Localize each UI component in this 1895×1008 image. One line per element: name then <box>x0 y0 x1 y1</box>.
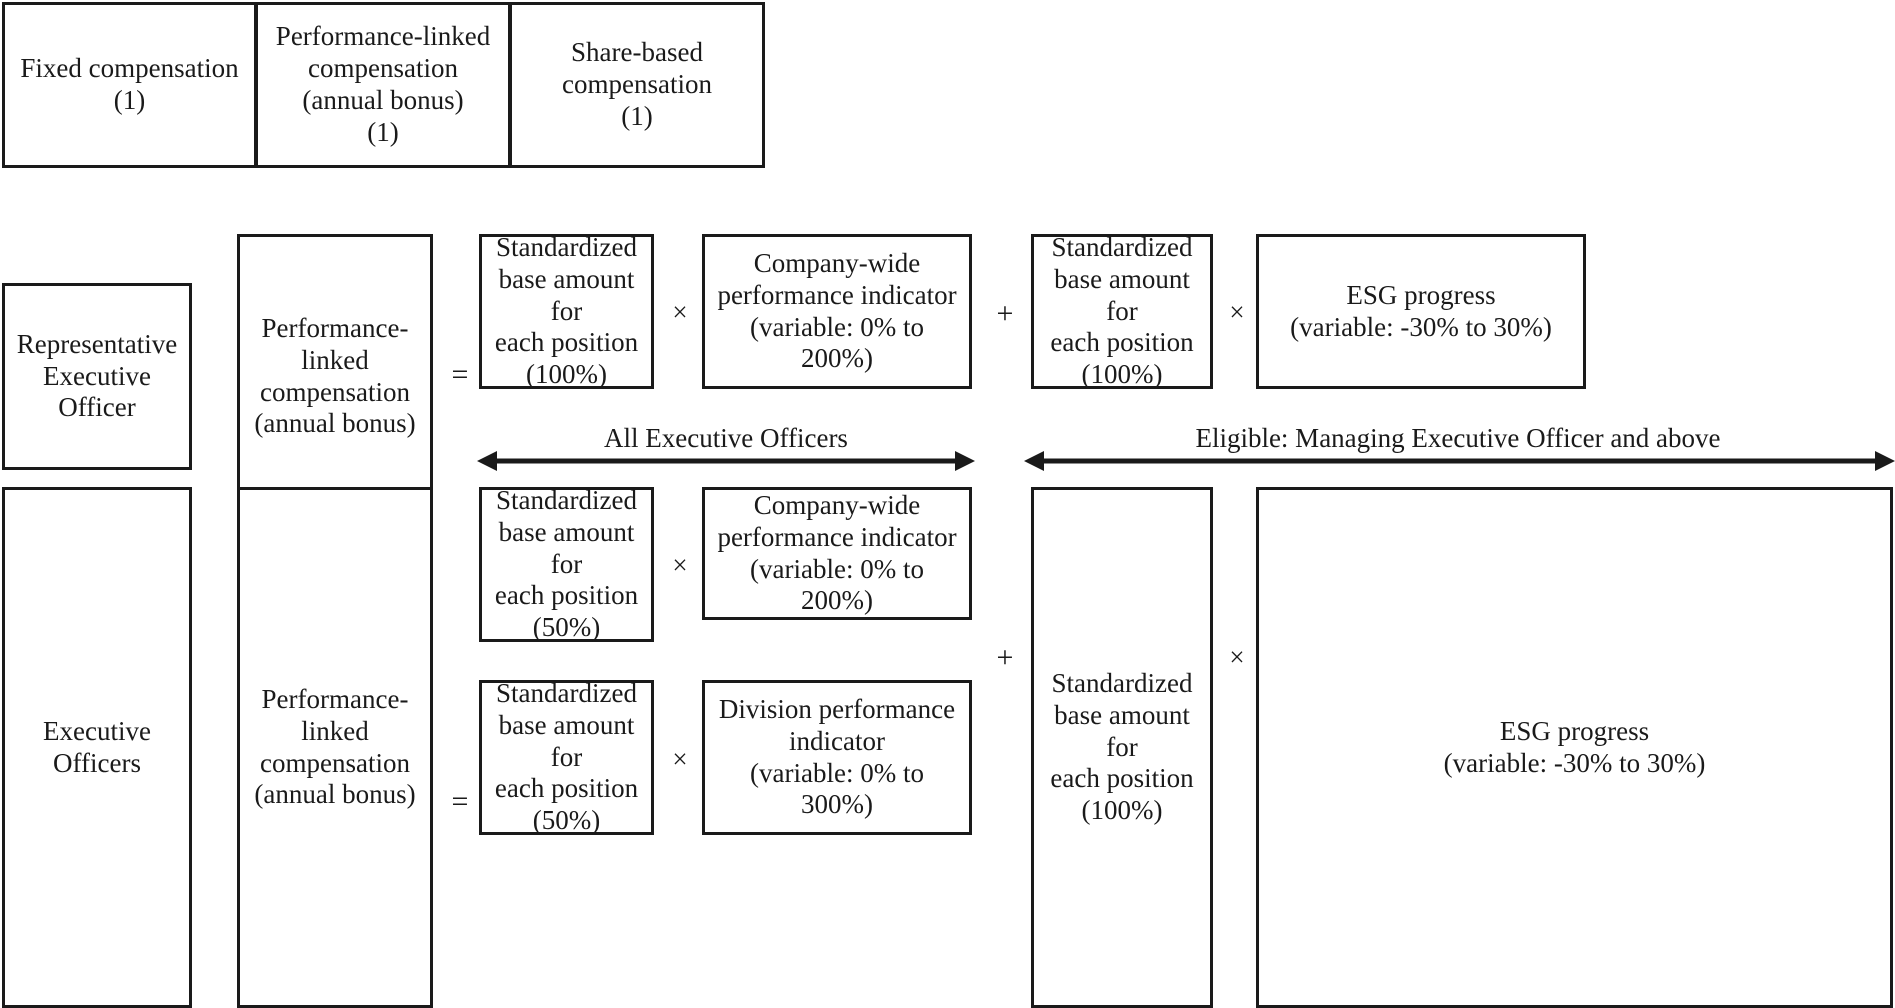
box-row3-division-performance-indicator-label: Division performance indicator (variable… <box>718 693 956 820</box>
operator-times-row2-1: × <box>672 296 688 327</box>
box-row2-base-amount-2: Standardized base amount for each positi… <box>1031 231 1213 390</box>
operator-times-row3-1: × <box>672 549 688 580</box>
operator-equals-row3: = <box>451 785 469 818</box>
box-row2-esg-progress: ESG progress (variable: -30% to 30%) <box>1256 234 1586 389</box>
box-performance-linked-compensation: Performance-linked compensation (annual … <box>255 2 511 168</box>
box-fixed-compensation-label: Fixed compensation (1) <box>20 53 239 115</box>
operator-times-row3-3: × <box>1229 641 1245 672</box>
box-row3-base-amount-3-label: Standardized base amount for each positi… <box>1050 667 1194 826</box>
box-row3-base-amount-1: Standardized base amount for each positi… <box>479 484 654 643</box>
arrow-eligible-managing-executive-officer <box>1024 450 1895 472</box>
box-row2-performance-linked-compensation-label: Performance- linked compensation (annual… <box>254 312 416 439</box>
box-row3-base-amount-3: Standardized base amount for each positi… <box>1031 487 1213 1008</box>
box-row3-base-amount-2: Standardized base amount for each positi… <box>479 677 654 836</box>
box-row3-performance-linked-compensation: Performance- linked compensation (annual… <box>237 487 433 1008</box>
box-share-based-compensation-label: Share-based compensation (1) <box>562 37 712 131</box>
box-row2-company-performance-indicator: Company-wide performance indicator (vari… <box>702 234 972 389</box>
operator-plus-row2: + <box>996 297 1014 330</box>
box-share-based-compensation: Share-based compensation (1) <box>509 2 765 168</box>
box-row2-base-amount-2-label: Standardized base amount for each positi… <box>1050 231 1194 390</box>
box-row3-esg-progress-label: ESG progress (variable: -30% to 30%) <box>1443 715 1706 778</box>
box-row3-base-amount-2-label: Standardized base amount for each positi… <box>494 677 639 836</box>
arrow-label-all-executive-officers: All Executive Officers <box>604 423 848 453</box>
box-fixed-compensation: Fixed compensation (1) <box>2 2 257 168</box>
arrow-all-executive-officers <box>477 450 975 472</box>
operator-times-row2-2: × <box>1229 296 1245 327</box>
box-row2-base-amount-1-label: Standardized base amount for each positi… <box>494 231 639 390</box>
box-performance-linked-compensation-label: Performance-linked compensation (annual … <box>275 21 491 147</box>
box-row2-performance-linked-compensation: Performance- linked compensation (annual… <box>237 234 433 519</box>
box-row2-company-performance-indicator-label: Company-wide performance indicator (vari… <box>717 247 957 374</box>
box-row3-company-performance-indicator-label: Company-wide performance indicator (vari… <box>717 489 957 616</box>
box-executive-officers-label: Executive Officers <box>43 715 151 778</box>
box-row3-performance-linked-compensation-label: Performance- linked compensation (annual… <box>254 683 416 810</box>
box-row2-esg-progress-label: ESG progress (variable: -30% to 30%) <box>1290 279 1552 342</box>
operator-times-row3-2: × <box>672 743 688 774</box>
box-representative-executive-officer-label: Representative Executive Officer <box>16 328 178 423</box>
box-row3-esg-progress: ESG progress (variable: -30% to 30%) <box>1256 487 1893 1008</box>
operator-equals-row2: = <box>451 358 469 391</box>
box-executive-officers: Executive Officers <box>2 487 192 1008</box>
box-representative-executive-officer: Representative Executive Officer <box>2 283 192 470</box>
operator-plus-row3: + <box>996 641 1014 674</box>
box-row3-company-performance-indicator: Company-wide performance indicator (vari… <box>702 487 972 620</box>
box-row3-base-amount-1-label: Standardized base amount for each positi… <box>494 484 639 643</box>
arrow-label-eligible-managing-executive-officer: Eligible: Managing Executive Officer and… <box>1195 423 1721 453</box>
box-row2-base-amount-1: Standardized base amount for each positi… <box>479 231 654 390</box>
box-row3-division-performance-indicator: Division performance indicator (variable… <box>702 680 972 835</box>
